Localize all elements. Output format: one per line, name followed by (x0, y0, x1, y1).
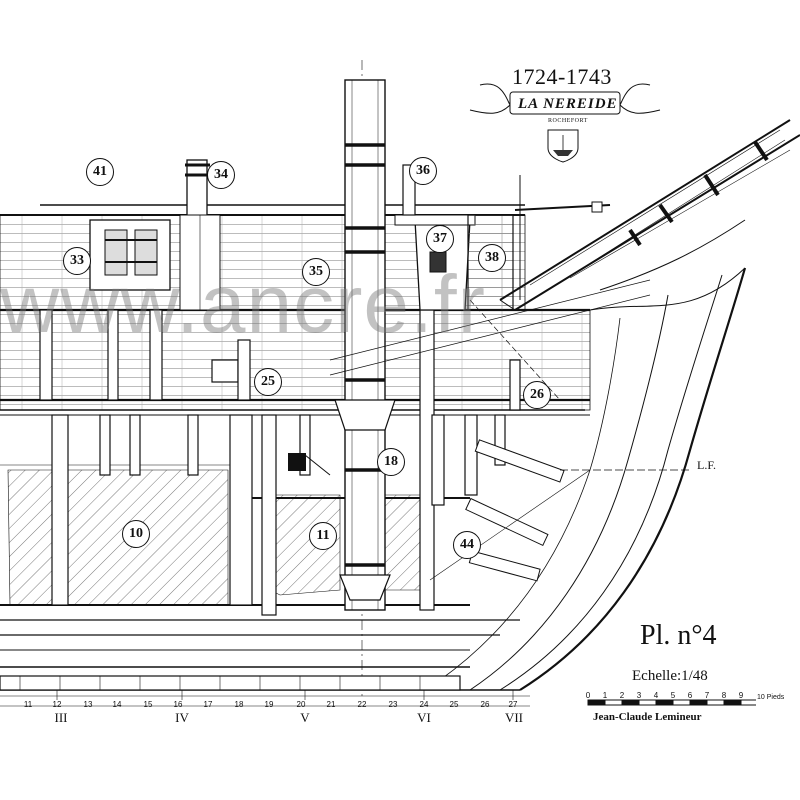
callout-25: 25 (254, 368, 282, 396)
callout-10: 10 (122, 520, 150, 548)
frame-number: 12 (52, 700, 62, 709)
scale-tick: 9 (738, 691, 744, 700)
frame-number: 11 (23, 700, 33, 709)
frame-number: 26 (480, 700, 490, 709)
frame-number: 17 (203, 700, 213, 709)
frame-number: 13 (83, 700, 93, 709)
ship-name: LA NEREIDE (518, 96, 618, 112)
station-label: III (54, 710, 68, 725)
scale-label: Echelle:1/48 (632, 668, 708, 684)
scale-tick: 2 (619, 691, 625, 700)
callout-18: 18 (377, 448, 405, 476)
frame-number: 16 (173, 700, 183, 709)
frame-number: 24 (419, 700, 429, 709)
callout-35: 35 (302, 258, 330, 286)
keel (0, 675, 461, 691)
station-label: VII (504, 710, 524, 725)
bowsprit (499, 119, 791, 301)
callout-33: 33 (63, 247, 91, 275)
callout-38: 38 (478, 244, 506, 272)
waterline-label: L.F. (697, 458, 717, 472)
scale-tick: 4 (653, 691, 659, 700)
frame-number: 14 (112, 700, 122, 709)
bow-stem (519, 267, 747, 691)
hold-area-10 (7, 469, 229, 606)
frame-number: 20 (296, 700, 306, 709)
callout-41: 41 (86, 158, 114, 186)
callout-26: 26 (523, 381, 551, 409)
frame-number: 15 (143, 700, 153, 709)
plate-number: Pl. n°4 (640, 620, 717, 651)
station-label: VI (417, 710, 431, 725)
callout-37: 37 (426, 225, 454, 253)
scale-bar-end-label: 10 Pieds (757, 694, 785, 701)
callout-44: 44 (453, 531, 481, 559)
frame-number: 25 (449, 700, 459, 709)
scale-tick: 7 (704, 691, 710, 700)
watermark: www.ancre.fr (0, 259, 486, 350)
title-years: 1724-1743 (512, 64, 612, 89)
callout-34: 34 (207, 161, 235, 189)
frame-number: 27 (508, 700, 518, 709)
station-label: IV (175, 710, 189, 725)
frame-number: 19 (264, 700, 274, 709)
scale-bar (587, 699, 756, 706)
frame-number: 22 (357, 700, 367, 709)
scale-tick: 5 (670, 691, 676, 700)
callout-36: 36 (409, 157, 437, 185)
scale-tick: 1 (602, 691, 608, 700)
frame-number: 23 (388, 700, 398, 709)
scale-tick: 0 (585, 691, 591, 700)
frame-number: 18 (234, 700, 244, 709)
scale-tick: 6 (687, 691, 693, 700)
callout-11: 11 (309, 522, 337, 550)
scale-tick: 8 (721, 691, 727, 700)
author-name: Jean-Claude Lemineur (593, 711, 702, 723)
port-name: ROCHEFORT (548, 118, 588, 124)
main-mast (344, 79, 386, 611)
scale-tick: 3 (636, 691, 642, 700)
frame-number: 21 (326, 700, 336, 709)
station-label: V (300, 710, 310, 725)
capstan (186, 159, 208, 221)
